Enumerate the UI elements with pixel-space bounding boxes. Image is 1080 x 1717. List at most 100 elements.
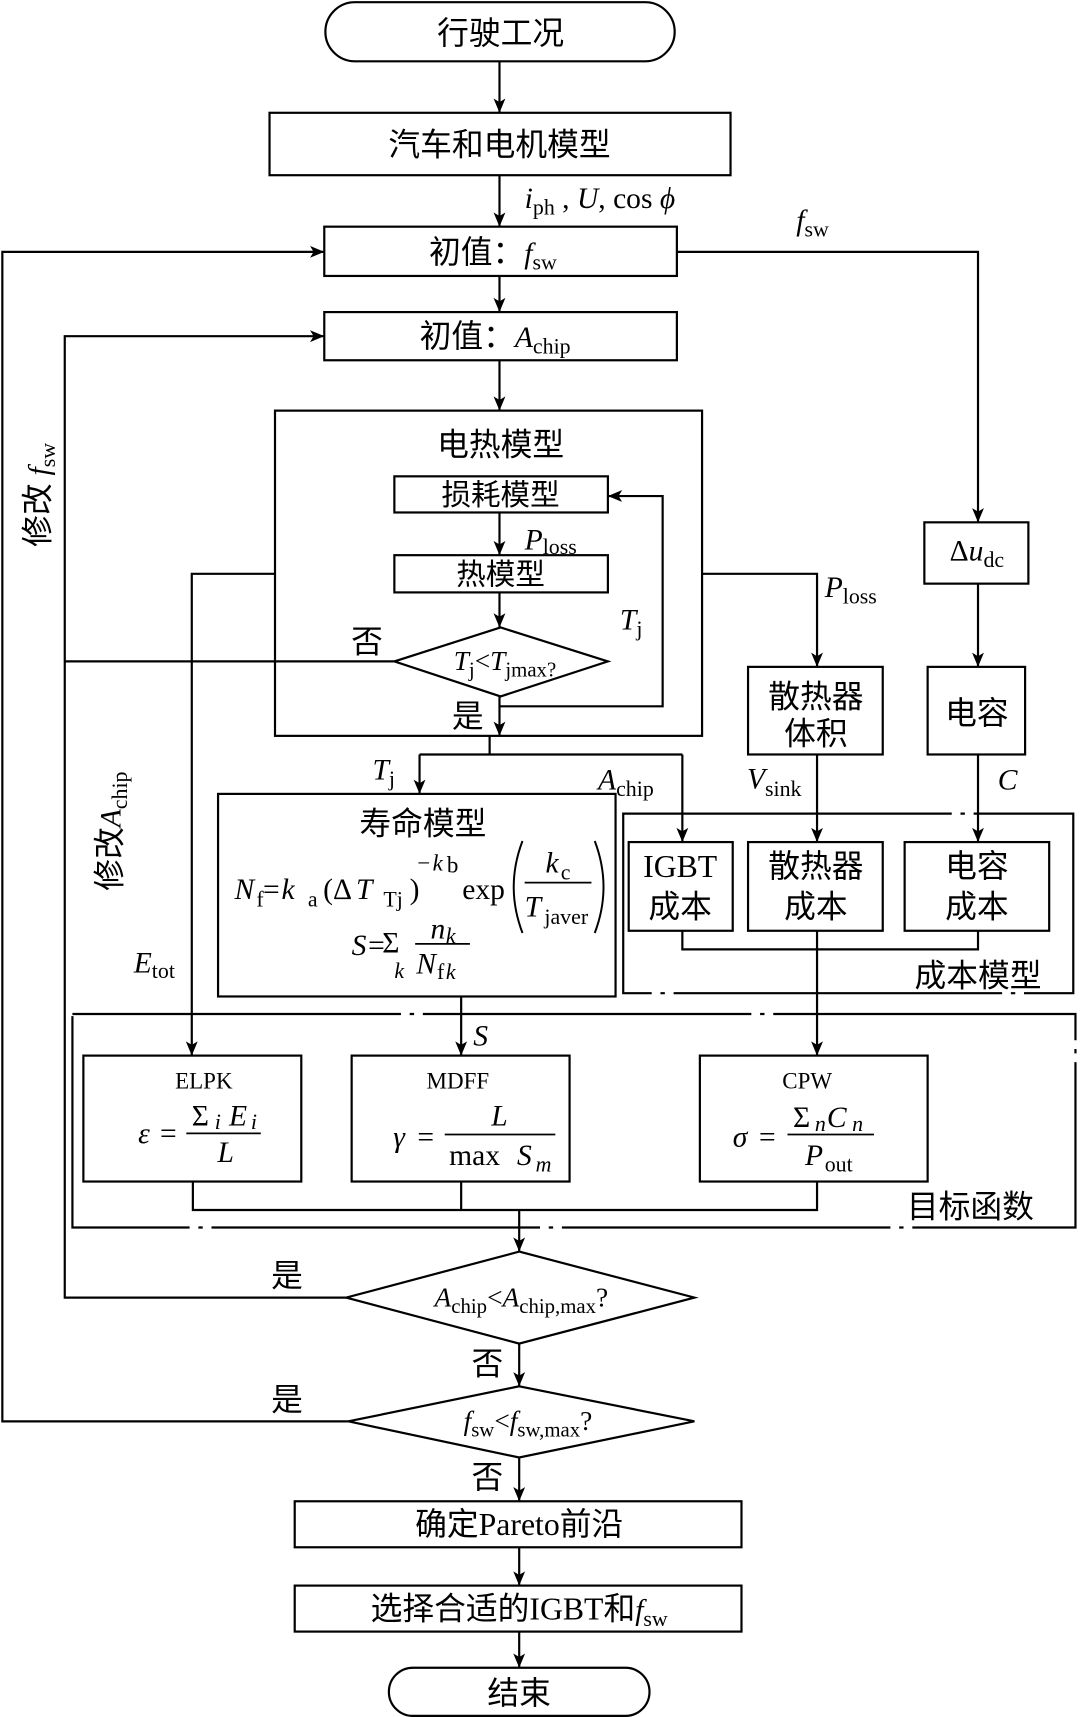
ploss-inner-var: P xyxy=(524,525,543,557)
fsw-check-op: < xyxy=(494,1406,509,1436)
line-electrothermal-output xyxy=(419,735,683,756)
select-sub: sw xyxy=(643,1606,668,1631)
s-sum: Σ xyxy=(382,928,399,960)
init-fsw-sub: sw xyxy=(532,249,557,274)
modify-achip-var: A xyxy=(96,808,128,829)
heatsink-cost-line2: 成本 xyxy=(784,890,848,925)
achip-cost-sub: chip xyxy=(616,776,654,801)
cpw-formula-lhs: σ= xyxy=(733,1121,776,1153)
elpk-num-var: E xyxy=(228,1101,247,1133)
s-den-sub-index: k xyxy=(446,959,457,984)
delta-udc-var: u xyxy=(969,536,984,568)
heatsink-cost-box xyxy=(746,840,884,932)
mdff-formula-lhs: γ= xyxy=(393,1121,434,1153)
nf-var: T xyxy=(356,874,375,906)
tj-check-rhs-sub: jmax xyxy=(504,659,547,682)
objective-functions-frame xyxy=(71,1012,1077,1229)
achip-check-node: Achip<Achip,max? xyxy=(341,1250,699,1345)
achip-check-yes-label: 是 xyxy=(271,1259,303,1294)
cpw-den-sub: out xyxy=(825,1152,853,1177)
ploss-heatsink-var: P xyxy=(824,572,843,604)
tj-check-op: < xyxy=(475,646,490,676)
electrothermal-model-title: 电热模型 xyxy=(437,428,564,463)
elpk-box xyxy=(82,1054,303,1183)
cpw-num-sum: Σ xyxy=(793,1102,810,1134)
capacitor-cost-line2: 成本 xyxy=(945,890,1009,925)
init-fsw-node: 初值：fsw xyxy=(323,225,678,278)
tj-check-rhs: T xyxy=(490,646,507,676)
capacitor-label: 电容 xyxy=(945,696,1009,731)
arrow-fsw-to-delta-udc xyxy=(676,250,984,523)
nf-den: T xyxy=(525,892,544,924)
edge-labels: iph , U, cos ϕ fsw Ploss Tj 否 是 Ploss Tj… xyxy=(20,183,1017,1495)
loss-model-label: 损耗模型 xyxy=(441,479,559,512)
nf-lhs: N xyxy=(233,874,256,906)
cpw-den: P xyxy=(804,1140,823,1172)
heatsink-cost-line1: 散热器 xyxy=(768,849,863,884)
end-label: 结束 xyxy=(487,1676,551,1711)
heatsink-volume-line2: 体积 xyxy=(784,717,848,752)
tj-feedback-sub: j xyxy=(635,616,642,641)
select-node: 选择合适的IGBT和fsw xyxy=(293,1584,743,1633)
mdff-name: MDFF xyxy=(427,1068,490,1093)
pareto-box xyxy=(293,1500,743,1549)
motor-outputs-i: i xyxy=(525,183,533,215)
modify-achip-sub: chip xyxy=(107,771,132,809)
achip-check-diamond xyxy=(341,1250,699,1345)
mdff-box xyxy=(350,1054,571,1183)
fsw-check-no-label: 否 xyxy=(472,1460,504,1495)
nf-den-sub: javer xyxy=(543,904,588,929)
tj-life-sub: j xyxy=(388,766,395,791)
achip-cost-label: Achip xyxy=(596,765,654,802)
igbt-cost-box xyxy=(627,840,734,932)
cpw-num-sum-sub: n xyxy=(815,1111,826,1136)
nf-num: k xyxy=(545,848,559,880)
fsw-check-rhs-sub: sw,max xyxy=(517,1419,580,1442)
fsw-check-yes-label: 是 xyxy=(271,1382,303,1417)
select-var: f xyxy=(635,1595,647,1627)
objective-functions-title: 目标函数 xyxy=(907,1190,1034,1225)
select-label: 选择合适的IGBT和fsw xyxy=(371,1592,668,1632)
tj-life-var: T xyxy=(372,755,391,787)
ploss-inner-label: Ploss xyxy=(524,525,577,559)
delta-udc-delta: Δ xyxy=(950,536,969,568)
line-cost-join xyxy=(681,930,980,951)
achip-check-op: < xyxy=(487,1282,502,1312)
mdff-eq: = xyxy=(417,1121,434,1153)
fsw-check-label: fsw<fsw,max? xyxy=(464,1406,593,1442)
start-terminal xyxy=(324,1,676,63)
cpw-box xyxy=(698,1054,929,1183)
capacitor-cost-box xyxy=(903,840,1051,932)
capacitor-box xyxy=(926,665,1027,756)
nf-func: exp xyxy=(462,874,505,906)
life-model-title: 寿命模型 xyxy=(359,806,486,841)
arrow-etot-to-elpk xyxy=(185,572,276,1056)
cost-model-group: IGBT 成本 散热器 成本 电容 成本 成本模型 xyxy=(622,812,1075,995)
elpk-lhs: ε xyxy=(138,1118,150,1150)
heatsink-volume-line1: 散热器 xyxy=(768,679,863,714)
nf-coef: k xyxy=(282,874,296,906)
elpk-num-sum: Σ xyxy=(192,1101,209,1133)
life-model-box xyxy=(216,792,617,998)
tj-feedback-var: T xyxy=(620,605,639,637)
elpk-eq: = xyxy=(160,1118,177,1150)
arrow-ploss-to-heatsink-volume xyxy=(702,572,823,667)
arrow-modify-fsw-loop xyxy=(1,245,349,1423)
cost-model-title: 成本模型 xyxy=(915,959,1042,994)
s-den: N xyxy=(415,948,438,980)
tj-check-no-label: 否 xyxy=(351,625,383,660)
tj-life-label: Tj xyxy=(372,755,395,792)
elpk-name: ELPK xyxy=(175,1068,233,1093)
modify-fsw-prefix: 修改 xyxy=(20,476,55,547)
vsink-label: Vsink xyxy=(747,763,802,801)
ploss-heatsink-label: Ploss xyxy=(824,572,877,609)
motor-outputs-u: U xyxy=(577,183,600,215)
etot-label: Etot xyxy=(133,947,175,982)
delta-udc-label: Δudc xyxy=(950,536,1005,573)
nf-sup-sign: − xyxy=(417,851,430,876)
s-lhs: S xyxy=(352,930,367,962)
